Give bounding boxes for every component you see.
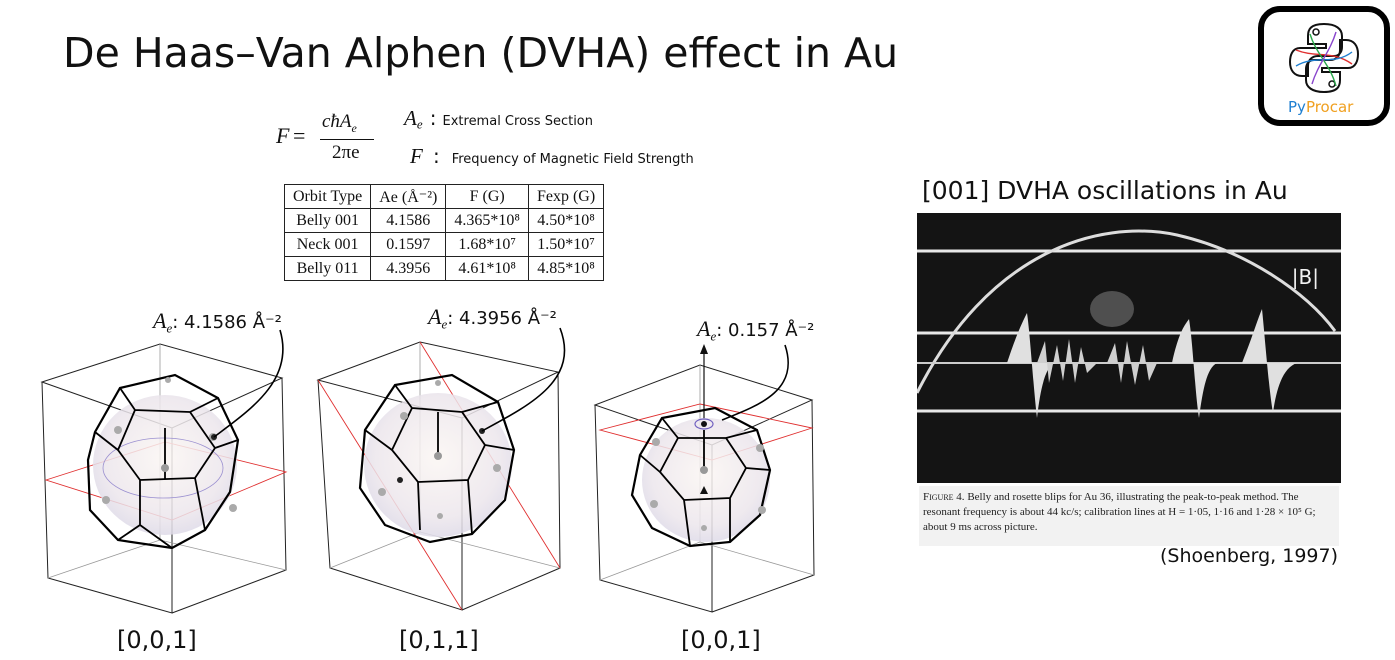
formula-equals: = [293, 123, 306, 148]
figure-caption: Figure 4. Belly and rosette blips for Au… [919, 486, 1339, 546]
table-cell: 4.50*10⁸ [527, 208, 605, 233]
fermi-panel-001-neck [593, 344, 815, 613]
table-cell: 1.68*10⁷ [445, 232, 529, 257]
column-header: Fexp (G) [527, 184, 605, 209]
definition-symbol: A [404, 106, 417, 130]
python-snake-icon [1288, 22, 1360, 94]
table-cell: 4.1586 [370, 208, 447, 233]
definition-ae: Ae :Extremal Cross Section [404, 106, 594, 132]
ae-label-belly-011: Ae: 4.3956 Å⁻² [428, 304, 557, 332]
direction-label: [0,1,1] [399, 626, 479, 654]
table-cell: Neck 001 [283, 232, 372, 257]
table-cell: 4.61*10⁸ [445, 256, 529, 281]
column-header: F (G) [445, 184, 529, 209]
caption-lead: Figure 4. [923, 491, 965, 503]
dvha-formula: F = cħAe 2πe [276, 108, 386, 168]
definition-text: Frequency of Magnetic Field Strength [451, 152, 694, 167]
column-header: Orbit Type [283, 184, 372, 209]
oscillation-photo: |B| [917, 213, 1341, 483]
direction-label: [0,0,1] [681, 626, 761, 654]
table-header-row: Orbit Type Ae (Å⁻²) F (G) Fexp (G) [283, 184, 605, 209]
table-row: Neck 001 0.1597 1.68*10⁷ 1.50*10⁷ [283, 232, 605, 257]
definition-text: Extremal Cross Section [442, 114, 594, 129]
table-cell: 4.3956 [370, 256, 447, 281]
pyprocar-logo: PyProcar [1258, 6, 1390, 126]
ae-label-neck-001: Ae: 0.157 Å⁻² [697, 316, 815, 344]
fraction-bar [320, 139, 374, 140]
table-cell: Belly 001 [283, 208, 372, 233]
fermi-panel-011-belly [316, 327, 566, 611]
orbit-table: Orbit Type Ae (Å⁻²) F (G) Fexp (G) Belly… [283, 184, 605, 281]
definition-symbol: F [410, 144, 423, 168]
oscillation-trace [917, 213, 1341, 483]
table-cell: Belly 011 [283, 256, 372, 281]
table-cell: 0.1597 [370, 232, 447, 257]
table-cell: 4.85*10⁸ [527, 256, 605, 281]
logo-text: PyProcar [1288, 98, 1354, 116]
formula-lhs: F [276, 123, 290, 148]
table-cell: 4.365*10⁸ [445, 208, 529, 233]
formula-denominator: 2πe [332, 142, 360, 163]
caption-text: Belly and rosette blips for Au 36, illus… [923, 491, 1316, 533]
fermi-panel-001-belly [40, 329, 288, 614]
b-field-label: |B| [1291, 265, 1319, 289]
definition-f: F :Frequency of Magnetic Field Strength [410, 144, 694, 168]
direction-label: [0,0,1] [117, 626, 197, 654]
table-row: Belly 011 4.3956 4.61*10⁸ 4.85*10⁸ [283, 256, 605, 281]
formula-numerator: cħAe [322, 111, 357, 135]
oscillation-title: [001] DVHA oscillations in Au [922, 176, 1288, 205]
fermi-surface-figures [40, 327, 815, 614]
table-cell: 1.50*10⁷ [527, 232, 605, 257]
ae-label-belly-001: Ae: 4.1586 Å⁻² [153, 308, 282, 336]
citation: (Shoenberg, 1997) [1160, 545, 1339, 567]
column-header: Ae (Å⁻²) [370, 184, 447, 209]
slide-title: De Haas–Van Alphen (DVHA) effect in Au [63, 29, 899, 77]
table-row: Belly 001 4.1586 4.365*10⁸ 4.50*10⁸ [283, 208, 605, 233]
